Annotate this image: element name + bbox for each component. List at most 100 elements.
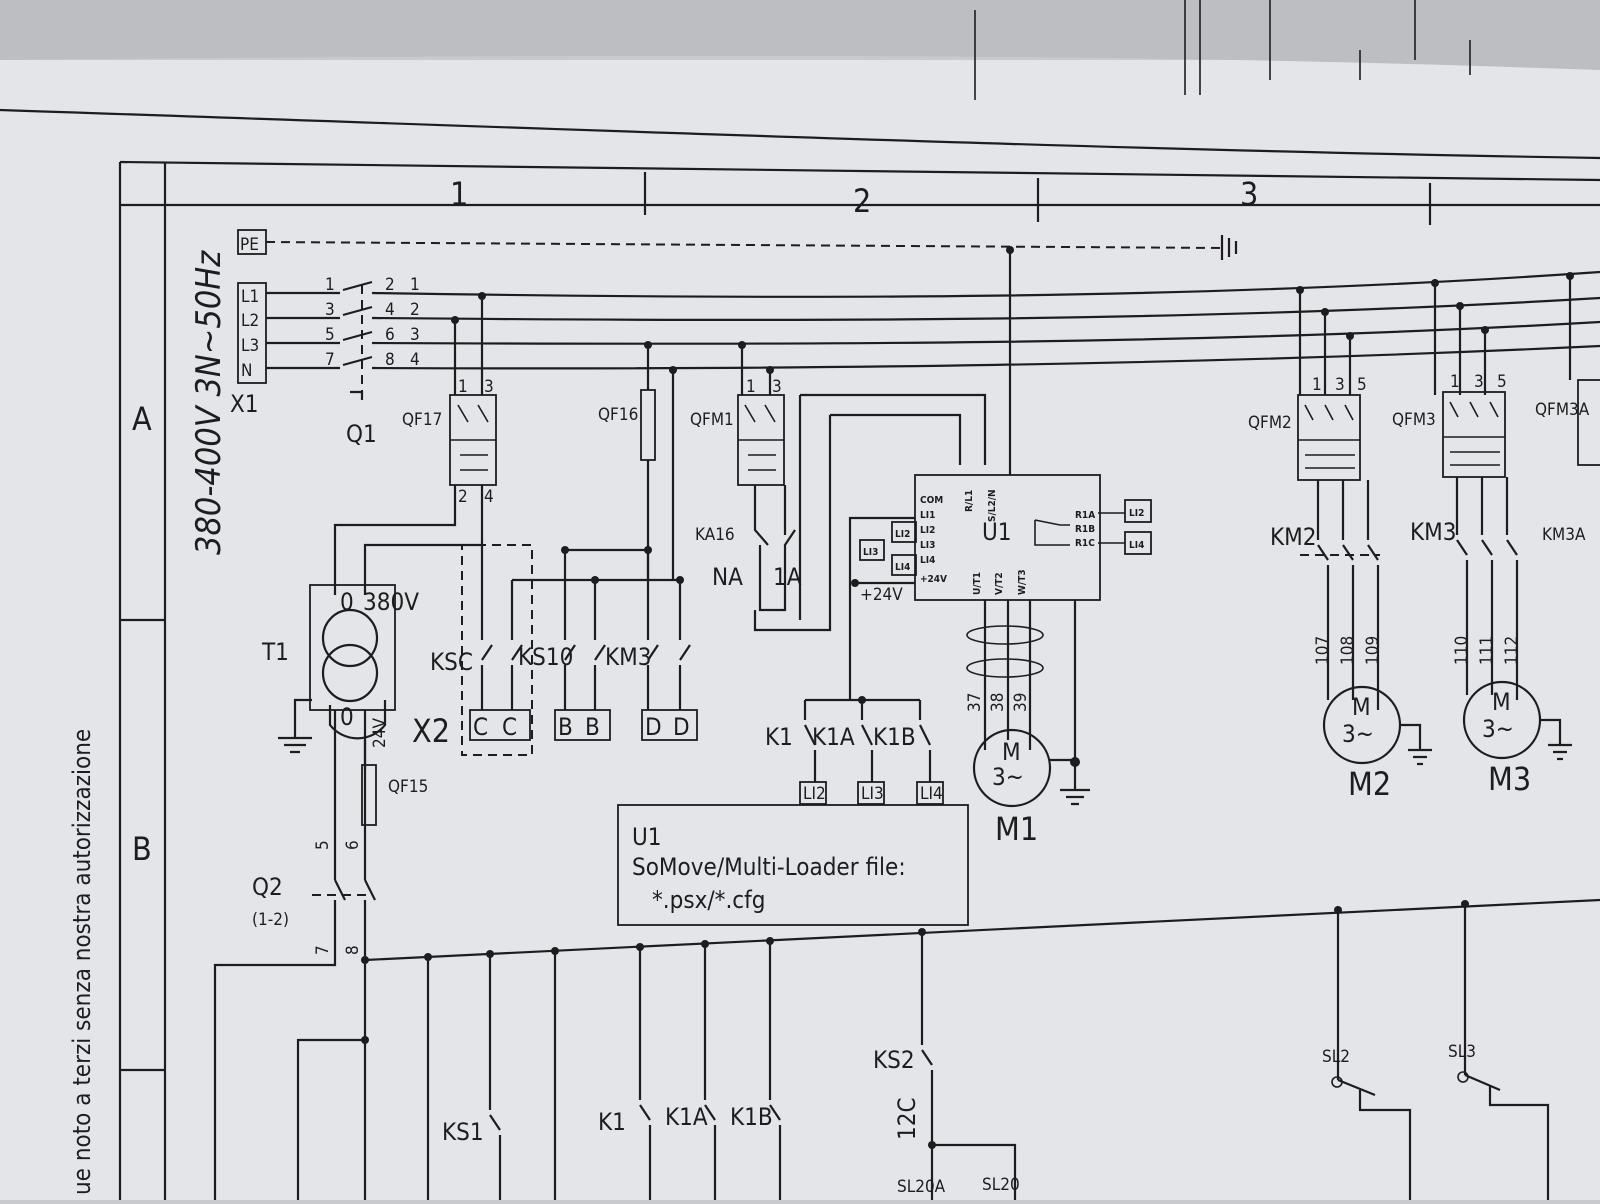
drive-li4: LI4	[920, 555, 935, 566]
m3-wire-112: 112	[1502, 636, 1522, 665]
motor-m1-symbol	[972, 728, 1052, 808]
k1a-label: K1A	[812, 723, 855, 751]
bus-pin-4: 4	[410, 350, 420, 370]
ka16-na-label: NA	[712, 563, 743, 591]
drive-li1: LI1	[920, 510, 935, 521]
ksc-label: KSC	[430, 648, 473, 676]
transformer-t1: T1 0 380V 0 24V QF15 5 6	[261, 584, 428, 880]
qf16-label: QF16	[598, 405, 638, 425]
ks10-label: KS10	[518, 643, 573, 671]
bus-pin-2: 2	[410, 300, 420, 320]
breaker-qf16: QF16	[598, 341, 677, 580]
k1-tag-li2: LI2	[803, 784, 826, 804]
drive-rl1: R/L1	[964, 490, 975, 512]
m1-wire-39: 39	[1011, 693, 1031, 712]
connector-x2-group: KSC KS10 KM3 X2 C C B B D D	[412, 544, 698, 756]
drive-tag-li2: LI2	[895, 529, 910, 540]
m2-wire-107: 107	[1313, 636, 1333, 665]
terminal-l3-label: L3	[241, 336, 259, 356]
relay-contacts-k1: LI2 LI3 LI4 K1 K1A K1B	[765, 696, 944, 805]
m2-wire-108: 108	[1338, 636, 1358, 665]
breaker-qfm3-motor-m3: QFM3 1 3 5 KM3 110 111 112 M 3~ M3	[1392, 279, 1572, 798]
breaker-qfm2-motor-m2: QFM2 1 3 5 KM2 107 108 109 M 3~ M2	[1248, 286, 1432, 803]
km2-label: KM2	[1270, 523, 1317, 551]
km3-label: KM3	[605, 643, 652, 671]
drive-u1-label: U1	[982, 518, 1012, 546]
terminal-l2-label: L2	[241, 311, 259, 331]
k1a-tag-li3: LI3	[861, 784, 884, 804]
ka16-label: KA16	[695, 525, 735, 545]
m1-wire-37: 37	[965, 693, 985, 712]
plus24-label: +24V	[860, 585, 903, 605]
qfm3-label: QFM3	[1392, 410, 1436, 430]
row-a-label: A	[132, 400, 152, 438]
q1-pin-8: 8	[385, 350, 395, 370]
ks2-label: KS2	[873, 1046, 915, 1074]
m3-label: M3	[1488, 760, 1531, 798]
t1-label: T1	[261, 638, 289, 666]
drive-u1: U1 COM LI1 LI2 LI3 LI4 +24V R/L1 S/L2/N …	[848, 246, 1152, 762]
qfm1-pin-3: 3	[772, 377, 782, 397]
q2-pin-5: 5	[313, 840, 333, 850]
drive-r1c: R1C	[1075, 538, 1095, 549]
drive-wt3: W/T3	[1017, 569, 1028, 595]
qfm2-pin-3: 3	[1335, 375, 1345, 395]
qf17-pin-1: 1	[458, 377, 468, 397]
m2-phase: 3~	[1342, 720, 1374, 748]
q1-pin-2: 2	[385, 275, 395, 295]
k1-label: K1	[765, 723, 793, 751]
terminal-block-l	[237, 282, 267, 384]
drive-tag-li3: LI3	[863, 547, 878, 558]
qfm2-pin-1: 1	[1312, 375, 1322, 395]
qfm3-pin-1: 1	[1450, 372, 1460, 392]
q1-pin-5: 5	[325, 325, 335, 345]
drive-tag-li2-right: LI2	[1129, 508, 1144, 519]
m1-label: M1	[995, 810, 1038, 848]
m2-wire-109: 109	[1363, 636, 1383, 665]
ks2-ref-label: 12C	[893, 1097, 921, 1140]
q2-ref-label: (1-2)	[252, 910, 289, 930]
k1b-bottom-label: K1B	[730, 1103, 773, 1131]
m3-wire-111: 111	[1477, 636, 1497, 665]
motor-m1: M 3~ M1 37 38 39	[965, 693, 1090, 848]
qf15-label: QF15	[388, 777, 428, 797]
drive-sl2: S/L2/N	[987, 489, 998, 522]
x2-pin-d2: D	[673, 713, 690, 741]
frame: 1 2 3 A B ue noto a terzi senza nostra a…	[0, 108, 1600, 1200]
k1b-tag-li4: LI4	[920, 784, 943, 804]
column-2-label: 2	[853, 182, 871, 220]
sl20-label: SL20	[982, 1175, 1020, 1195]
drive-li3: LI3	[920, 540, 935, 551]
q2-label: Q2	[252, 873, 283, 901]
km3a-label: KM3A	[1542, 525, 1586, 545]
drive-com: COM	[920, 495, 943, 506]
qf17-pin-2: 2	[458, 487, 468, 507]
breaker-qfm3a-partial: QFM3A KM3A	[1535, 272, 1600, 545]
drive-r1b: R1B	[1075, 524, 1095, 535]
m1-symbol-m: M	[1002, 738, 1021, 766]
sl2-label: SL2	[1322, 1047, 1350, 1067]
power-supply: 380-400V 3N~50Hz PE L1 L2 L3 N X1 Q1 1 2…	[189, 229, 1600, 555]
m1-wire-38: 38	[988, 693, 1008, 712]
m3-symbol-m: M	[1492, 688, 1511, 716]
q1-pin-6: 6	[385, 325, 395, 345]
q1-label: Q1	[346, 420, 377, 448]
m3-phase: 3~	[1482, 715, 1514, 743]
bus-pin-3: 3	[410, 325, 420, 345]
drive-ut1: U/T1	[972, 572, 983, 595]
terminal-l1-label: L1	[241, 287, 259, 307]
k1b-label: K1B	[873, 723, 916, 751]
sl3-label: SL3	[1448, 1042, 1476, 1062]
qfm3-pin-3: 3	[1474, 372, 1484, 392]
q1-pin-7: 7	[325, 350, 335, 370]
note-box-line1: SoMove/Multi-Loader file:	[632, 853, 906, 881]
t1-secondary-0: 0	[340, 703, 354, 731]
drive-vt2: V/T2	[994, 572, 1005, 595]
q2-pin-7: 7	[313, 945, 333, 955]
x2-pin-b1: B	[558, 713, 573, 741]
q2-pin-8: 8	[343, 945, 363, 955]
terminal-n-label: N	[241, 361, 252, 381]
bus-pin-1: 1	[410, 275, 420, 295]
